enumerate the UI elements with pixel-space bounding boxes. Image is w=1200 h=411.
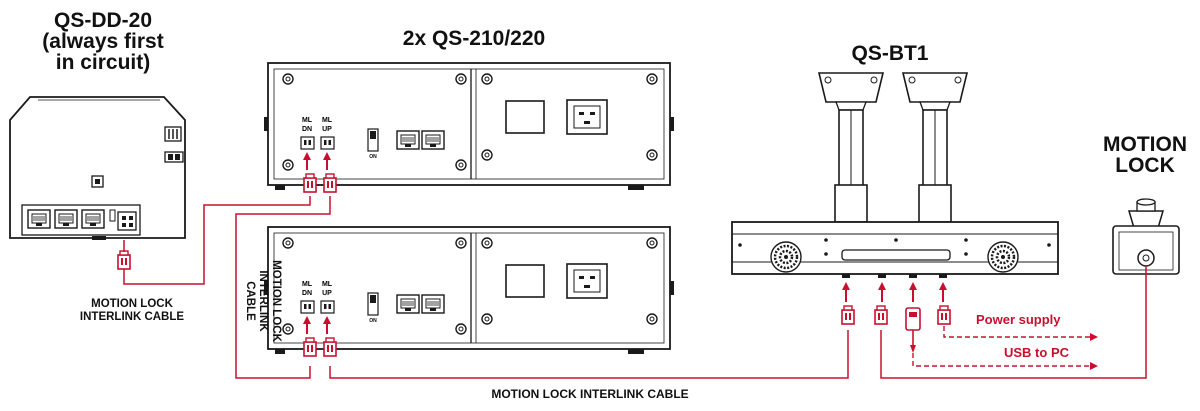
ml-up-label-top: ML — [322, 117, 333, 124]
usb-to-pc-label: USB to PC — [1004, 345, 1069, 360]
ml-up-label-top-2: UP — [322, 126, 332, 133]
port-arrows — [303, 152, 947, 334]
interlink-cable-label-left: MOTION LOCK INTERLINK CABLE — [76, 298, 188, 324]
qs-dd20-device — [9, 96, 186, 240]
dashed-outputs — [912, 326, 1090, 367]
interlink-cable-label-bottom: MOTION LOCK INTERLINK CABLE — [491, 387, 689, 401]
interlink-vertical-line2: INTERLINK — [257, 270, 269, 332]
interlink-left-line2: INTERLINK CABLE — [79, 311, 185, 323]
interlink-left-line1: MOTION LOCK — [91, 298, 173, 310]
ml-up-label-bottom-2: UP — [322, 290, 332, 297]
motion-lock-title: MOTION LOCK — [1092, 134, 1198, 176]
motion-lock-title-line2: LOCK — [1115, 154, 1175, 177]
interlink-cable-label-vertical: MOTION LOCK INTERLINK CABLE — [243, 236, 282, 366]
qs-dd20-title-line1: QS-DD-20 — [53, 9, 153, 32]
qs210-unit-bottom — [264, 226, 674, 354]
qs-dd20-title: QS-DD-20 (always first in circuit) — [40, 10, 166, 73]
qsbt1-title: QS-BT1 — [851, 42, 929, 65]
ml-up-label-bottom: ML — [322, 281, 333, 288]
power-supply-label: Power supply — [976, 312, 1061, 327]
usb-port — [91, 175, 104, 188]
ml-dn-label-bottom-2: DN — [302, 290, 312, 297]
interlink-vertical-line1: MOTION LOCK — [270, 260, 282, 342]
cables — [123, 196, 1147, 379]
ml-dn-label-top: ML — [302, 117, 313, 124]
usb-plug — [905, 307, 921, 353]
qs-dd20-title-line3: in circuit) — [55, 51, 151, 74]
motion-lock-button — [1112, 198, 1180, 275]
qs-dd20-title-line2: (always first — [42, 30, 164, 53]
qs210-unit-top — [264, 62, 674, 190]
motion-lock-title-line1: MOTION — [1103, 133, 1187, 156]
ml-dn-label-bottom: ML — [302, 281, 313, 288]
interlink-vertical-line3: CABLE — [244, 281, 256, 321]
qs210-title: 2x QS-210/220 — [402, 27, 546, 50]
switch-on-label-top: ON — [369, 154, 377, 160]
ml-dn-label-top-2: DN — [302, 126, 312, 133]
switch-on-label-bottom: ON — [369, 318, 377, 324]
qsbt1-device — [731, 72, 1059, 278]
